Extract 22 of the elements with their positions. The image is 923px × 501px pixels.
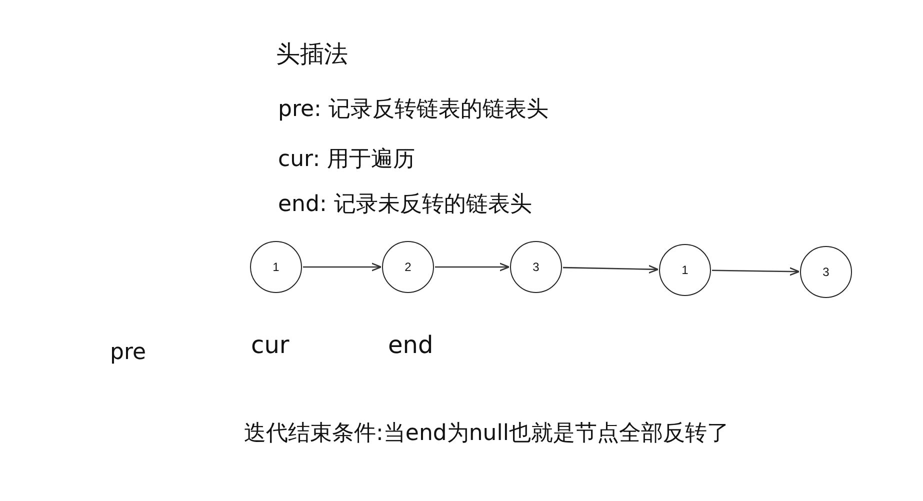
- list-node-circle: [510, 241, 562, 293]
- node-value: 3: [532, 260, 540, 274]
- text-label: cur: 用于遍历: [278, 146, 416, 174]
- text-label: 迭代结束条件:当end为null也就是节点全部反转了: [244, 420, 729, 448]
- title: 头插法: [276, 39, 348, 70]
- arrow: [562, 264, 659, 274]
- node-value: 1: [682, 263, 688, 277]
- node-value: 1: [272, 260, 280, 274]
- text-label: pre: 记录反转链表的链表头: [278, 96, 548, 124]
- node-value: 3: [822, 265, 830, 279]
- node-value: 2: [404, 260, 412, 274]
- text-label: cur: [251, 331, 290, 359]
- list-node-circle: [382, 241, 434, 293]
- list-node-circle: [800, 246, 852, 298]
- arrow: [712, 267, 800, 276]
- arrow: [435, 262, 510, 272]
- text-label: end: 记录未反转的链表头: [278, 191, 532, 219]
- text-label: end: [388, 331, 434, 359]
- list-node-circle: [250, 241, 302, 293]
- list-node-circle: [659, 244, 711, 296]
- arrow: [303, 262, 382, 272]
- text-label: pre: [110, 340, 146, 365]
